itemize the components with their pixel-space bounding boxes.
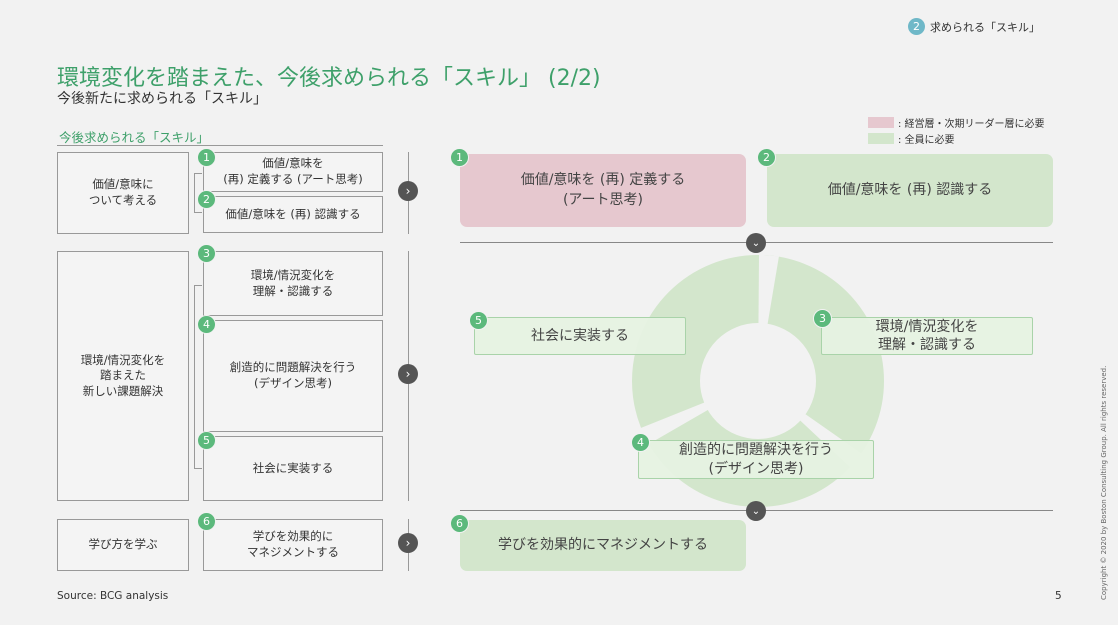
skill-box-4: 創造的に問題解決を行う (デザイン思考) [203,320,383,432]
divider [57,145,383,146]
badge-4: 4 [631,433,650,452]
chevron-right-icon: › [398,364,418,384]
section-number: 2 [908,18,925,35]
legend-swatch-green [868,132,894,144]
page-subtitle: 今後新たに求められる「スキル」 [57,91,267,107]
group-learn-to-learn: 学び方を学ぶ [57,519,189,571]
right-skill-1: 価値/意味を (再) 定義する (アート思考) [460,154,746,227]
source-note: Source: BCG analysis [57,590,169,602]
cycle-skill-4: 創造的に問題解決を行う (デザイン思考) [638,440,874,479]
section-label: 求められる「スキル」 [930,20,1040,34]
left-heading: 今後求められる「スキル」 [59,130,210,145]
skill-box-6: 学びを効果的に マネジメントする [203,519,383,571]
legend: : 経営層・次期リーダー層に必要 : 全員に必要 [868,114,1045,146]
group-new-problem-solving: 環境/情況変化を 踏まえた 新しい課題解決 [57,251,189,501]
legend-item-all: : 全員に必要 [868,130,1045,146]
badge-5: 5 [197,431,216,450]
legend-swatch-pink [868,116,894,128]
badge-2: 2 [197,190,216,209]
group-value-meaning: 価値/意味に ついて考える [57,152,189,234]
chevron-right-icon: › [398,533,418,553]
chevron-right-icon: › [398,181,418,201]
badge-2: 2 [757,148,776,167]
section-tag: 2 求められる「スキル」 [908,18,1040,35]
right-skill-2: 価値/意味を (再) 認識する [767,154,1053,227]
bracket [194,285,202,469]
chevron-down-icon: ⌄ [746,233,766,253]
right-skill-6: 学びを効果的にマネジメントする [460,520,746,571]
cycle-skill-3: 環境/情況変化を 理解・認識する [821,317,1033,355]
cycle-skill-5: 社会に実装する [474,317,686,355]
bracket [194,173,202,213]
badge-5: 5 [469,311,488,330]
skill-box-1: 価値/意味を (再) 定義する (アート思考) [203,152,383,192]
badge-1: 1 [450,148,469,167]
badge-3: 3 [197,244,216,263]
copyright: Copyright © 2020 by Boston Consulting Gr… [1100,365,1108,600]
skill-box-2: 価値/意味を (再) 認識する [203,196,383,233]
legend-label-all: : 全員に必要 [898,134,955,146]
badge-6: 6 [450,514,469,533]
badge-3: 3 [813,309,832,328]
chevron-down-icon: ⌄ [746,501,766,521]
page-number: 5 [1055,590,1062,602]
badge-4: 4 [197,315,216,334]
badge-1: 1 [197,148,216,167]
legend-item-leaders: : 経営層・次期リーダー層に必要 [868,114,1045,130]
badge-6: 6 [197,512,216,531]
skill-box-5: 社会に実装する [203,436,383,501]
page-title: 環境変化を踏まえた、今後求められる「スキル」 (2/2) [57,66,601,91]
skill-box-3: 環境/情況変化を 理解・認識する [203,251,383,316]
legend-label-leaders: : 経営層・次期リーダー層に必要 [898,118,1045,130]
